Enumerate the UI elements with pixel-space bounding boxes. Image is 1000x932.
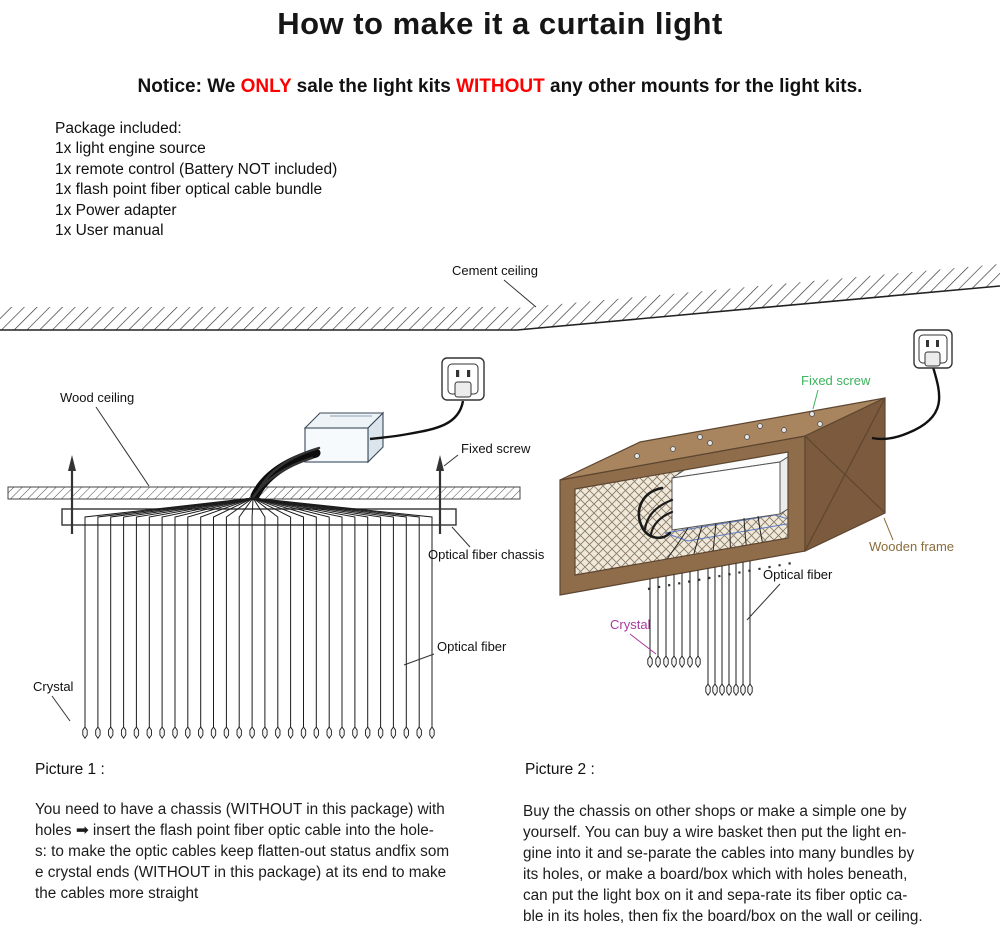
fixed-screw-pointer-left bbox=[443, 454, 459, 467]
power-plug-icon bbox=[454, 381, 472, 398]
text-line: e crystal ends (WITHOUT in this package)… bbox=[35, 864, 447, 881]
fiber-hole-dots bbox=[647, 561, 793, 591]
cement-ceiling-label: Cement ceiling bbox=[452, 263, 538, 278]
wood-ceiling-pointer bbox=[95, 406, 150, 487]
outlet-slot bbox=[926, 340, 929, 347]
text-line: Buy the chassis on other shops or make a… bbox=[523, 803, 907, 820]
text-line: can put the light box on it and sepa-rat… bbox=[523, 887, 908, 904]
package-item: 1x Power adapter bbox=[55, 201, 177, 219]
cement-ceiling-hatch bbox=[0, 264, 1000, 331]
wall-outlet-left bbox=[441, 357, 485, 401]
power-plug-icon bbox=[924, 351, 941, 367]
power-cord-right bbox=[871, 366, 941, 441]
crystal-label-right: Crystal bbox=[610, 617, 651, 632]
package-item: 1x flash point fiber optical cable bundl… bbox=[55, 181, 323, 199]
wooden-frame-label: Wooden frame bbox=[869, 539, 954, 554]
page-title: How to make it a curtain light bbox=[277, 6, 723, 41]
fiber-bundle bbox=[250, 446, 321, 501]
notice-only-highlight: ONLY bbox=[240, 76, 292, 97]
cement-ceiling-pointer bbox=[503, 279, 537, 308]
chassis-pointer bbox=[451, 526, 471, 548]
crystal-label-left: Crystal bbox=[33, 679, 74, 694]
outlet-slot bbox=[456, 370, 460, 377]
frame-interior bbox=[575, 452, 788, 575]
package-heading: Package included: bbox=[55, 120, 182, 137]
outlet-slot bbox=[467, 370, 471, 377]
optical-fiber-chassis-bar bbox=[61, 508, 457, 526]
optical-fiber-pointer-right bbox=[746, 583, 781, 621]
right-fiber-groups bbox=[647, 561, 753, 696]
picture2-instructions: Buy the chassis on other shops or make a… bbox=[523, 801, 998, 927]
text-line: gine into it and se-parate the cables in… bbox=[523, 845, 915, 862]
left-fiber-fan bbox=[82, 497, 435, 739]
notice-without-highlight: WITHOUT bbox=[456, 76, 545, 97]
engine-shelf-outline bbox=[664, 514, 788, 542]
picture1-diagram bbox=[7, 357, 521, 739]
fixed-screw-pointer-right bbox=[812, 389, 819, 410]
optical-fiber-label-right: Optical fiber bbox=[763, 567, 833, 582]
wooden-frame-right-end bbox=[804, 397, 886, 552]
text-line: the cables more straight bbox=[35, 885, 199, 902]
text-line: holes ➡ insert the flash point fiber opt… bbox=[35, 822, 434, 839]
frame-screw-dots bbox=[634, 411, 823, 459]
wall-outlet-right bbox=[913, 329, 953, 369]
text-line: ble in its holes, then fix the board/box… bbox=[523, 908, 923, 925]
optical-fiber-label-left: Optical fiber bbox=[437, 639, 507, 654]
notice-prefix: Notice: We bbox=[137, 76, 241, 97]
power-cord-left bbox=[369, 400, 465, 441]
outlet-slot bbox=[936, 340, 939, 347]
notice-suffix: any other mounts for the light kits. bbox=[544, 76, 863, 97]
picture2-caption: Picture 2 : bbox=[525, 761, 595, 778]
fixed-screw-label-left: Fixed screw bbox=[461, 441, 531, 456]
package-item: 1x remote control (Battery NOT included) bbox=[55, 160, 338, 178]
text-line: You need to have a chassis (WITHOUT in t… bbox=[35, 801, 445, 818]
optical-fiber-pointer-left bbox=[403, 653, 435, 666]
text-line: its holes, or make a board/box which wit… bbox=[523, 866, 908, 883]
wooden-frame-pointer bbox=[883, 517, 894, 541]
crystal-pointer-left bbox=[51, 695, 71, 722]
package-item: 1x User manual bbox=[55, 222, 164, 240]
picture2-diagram bbox=[559, 329, 953, 696]
crystal-pointer-right bbox=[629, 633, 657, 655]
fiber-coil bbox=[637, 486, 674, 540]
wood-ceiling-label: Wood ceiling bbox=[60, 390, 134, 405]
chassis-label: Optical fiber chassis bbox=[428, 547, 545, 562]
fixed-screw-label-right: Fixed screw bbox=[801, 373, 871, 388]
notice-line: Notice: We ONLY sale the light kits WITH… bbox=[0, 76, 1000, 98]
notice-middle: sale the light kits bbox=[291, 76, 457, 97]
picture1-instructions: You need to have a chassis (WITHOUT in t… bbox=[35, 799, 505, 904]
fixed-screw-left bbox=[68, 455, 76, 534]
package-item: 1x light engine source bbox=[55, 140, 206, 158]
text-line: yourself. You can buy a wire basket then… bbox=[523, 824, 907, 841]
text-line: s: to make the optic cables keep flatten… bbox=[35, 843, 450, 860]
package-list: Package included: 1x light engine source… bbox=[55, 119, 337, 241]
picture1-caption: Picture 1 : bbox=[35, 761, 105, 778]
fixed-screw-right bbox=[436, 455, 444, 534]
